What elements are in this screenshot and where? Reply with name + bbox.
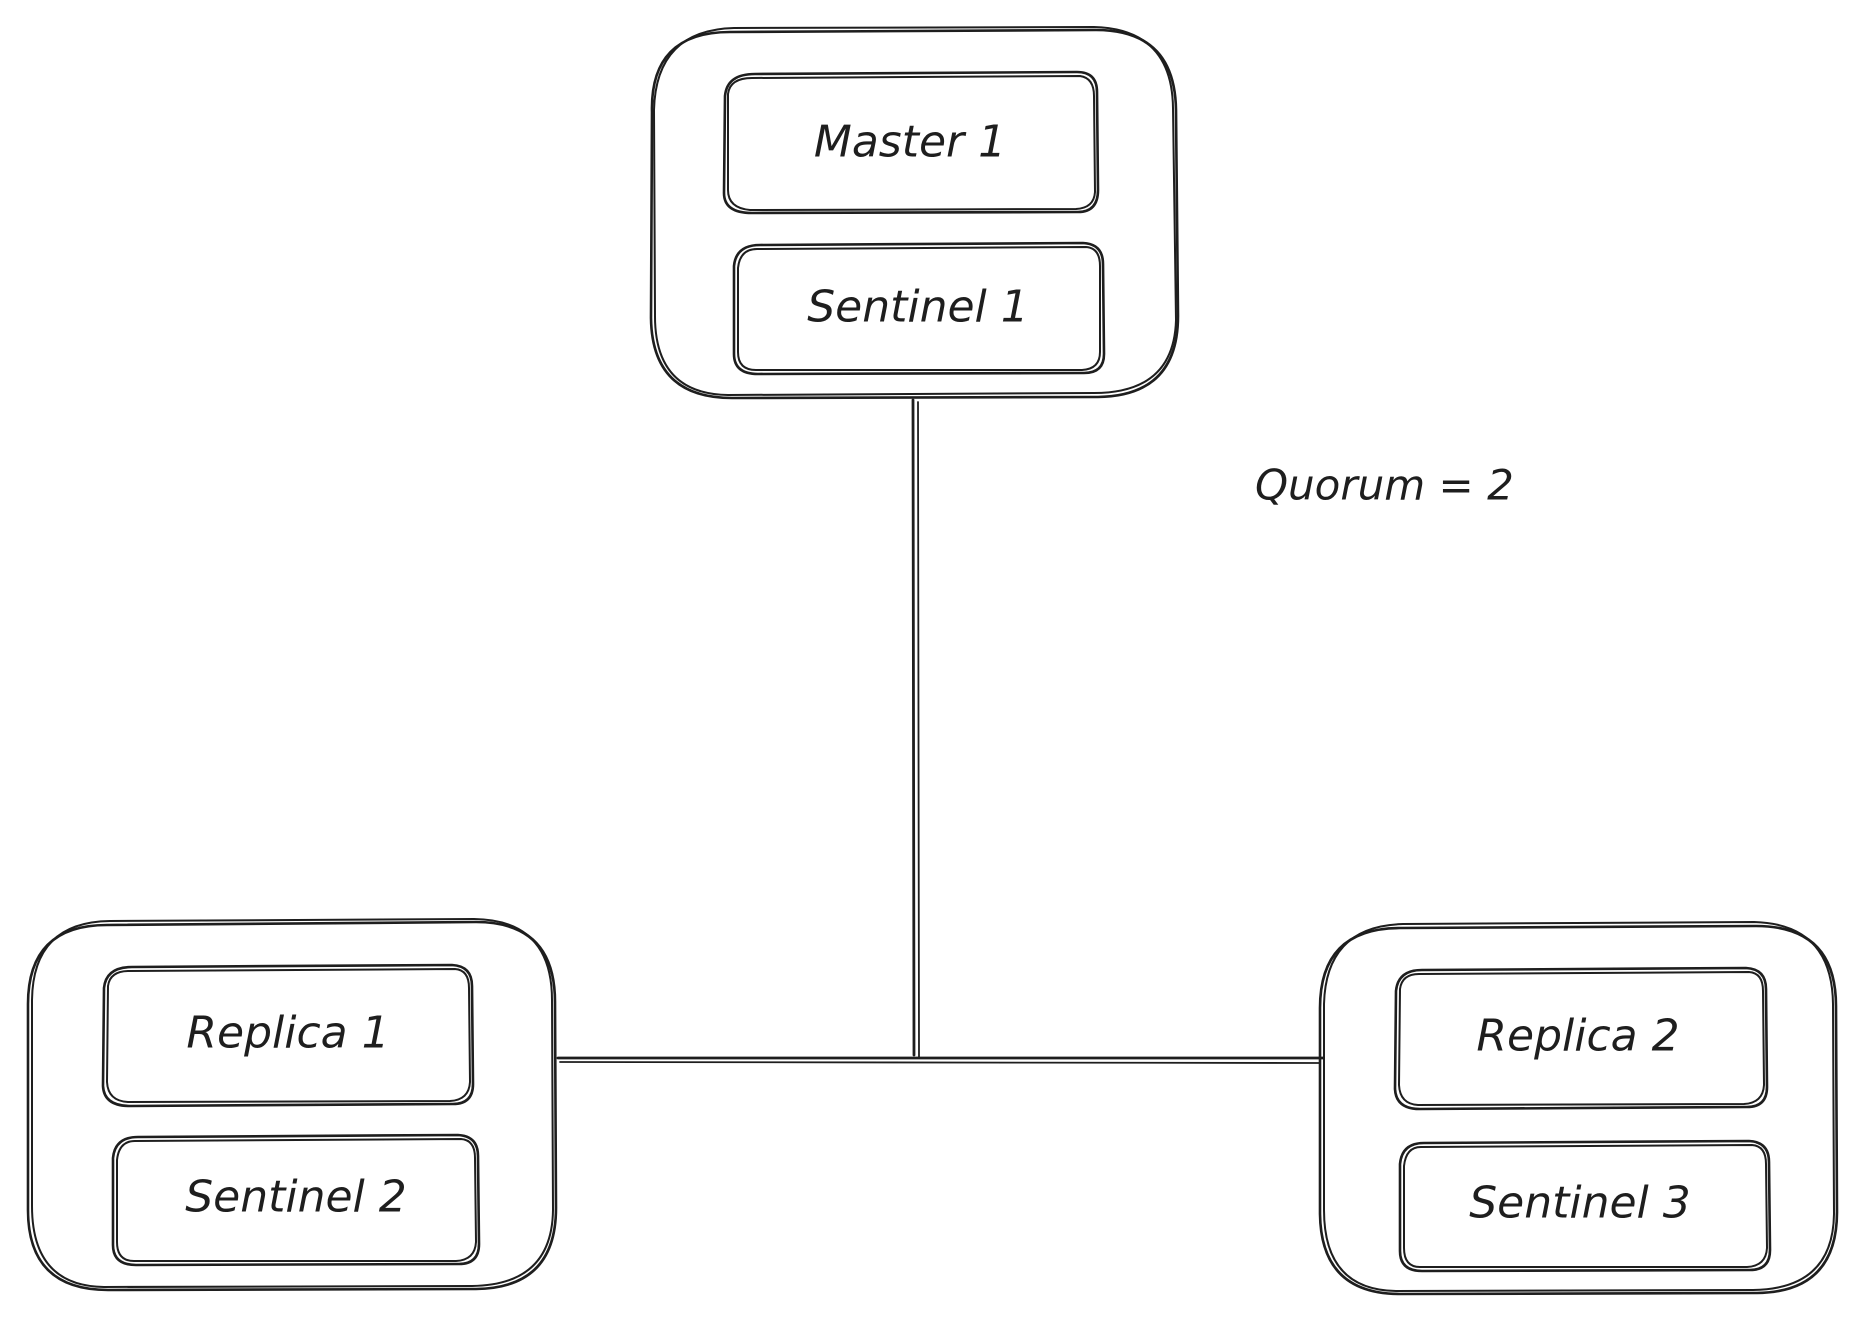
- connector-vertical-double: [917, 401, 920, 1059]
- node-left-outline: [26, 920, 558, 1292]
- node-right[interactable]: Replica 2 Sentinel 3: [1318, 921, 1839, 1296]
- connections: [556, 398, 1325, 1064]
- master-1-box: [722, 70, 1100, 215]
- sentinel-2-label: Sentinel 2: [185, 1172, 407, 1223]
- master-1-label: Master 1: [814, 117, 1006, 168]
- replica-2-label: Replica 2: [1476, 1011, 1679, 1062]
- node-left[interactable]: Replica 1 Sentinel 2: [26, 918, 558, 1292]
- sentinel-1-label: Sentinel 1: [807, 282, 1029, 333]
- sentinel-3-label: Sentinel 3: [1469, 1178, 1691, 1229]
- replica-1-label: Replica 1: [186, 1008, 389, 1059]
- node-right-outline: [1318, 924, 1839, 1296]
- node-top-outline: [649, 28, 1180, 400]
- quorum-label: Quorum = 2: [1255, 461, 1514, 510]
- sentinel-1-box: [732, 241, 1106, 376]
- replica-1-box: [101, 963, 475, 1108]
- sentinel-2-box: [111, 1133, 481, 1267]
- sentinel-3-box: [1398, 1139, 1772, 1273]
- connector-horizontal-double: [559, 1061, 1321, 1064]
- replica-2-box: [1393, 966, 1769, 1111]
- node-top[interactable]: Master 1 Sentinel 1: [649, 26, 1180, 400]
- connector-vertical: [911, 398, 916, 1057]
